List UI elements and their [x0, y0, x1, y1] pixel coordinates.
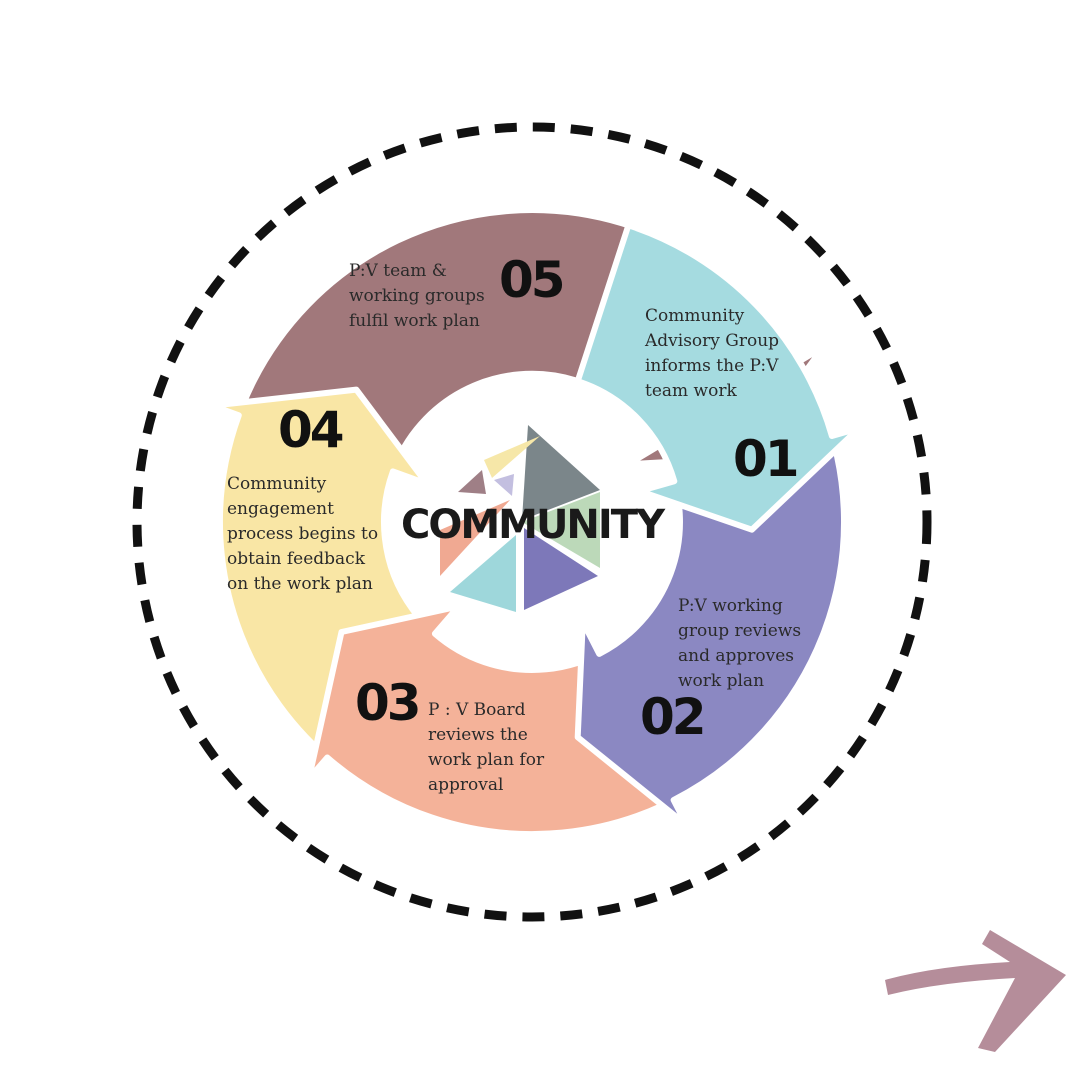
- step-number-03: 03: [355, 674, 419, 732]
- step-number-04: 04: [278, 401, 343, 459]
- step-number-05: 05: [499, 251, 563, 309]
- cycle-arrow-02: [574, 402, 847, 828]
- step-description-line: informs the P:V: [645, 356, 779, 376]
- step-description-line: and approves: [678, 646, 794, 666]
- step-description-line: Community: [227, 474, 327, 494]
- step-description-line: team work: [645, 381, 737, 401]
- step-number-01: 01: [733, 430, 797, 488]
- step-description-line: group reviews: [678, 621, 801, 641]
- step-description-line: Advisory Group: [644, 331, 779, 351]
- community-logo-icon: [440, 425, 600, 612]
- dashed-ring: [132, 122, 932, 922]
- step-number-02: 02: [640, 688, 704, 746]
- next-arrow-icon[interactable]: [885, 930, 1066, 1052]
- step-description-03: P : V Board reviews the work plan for appro…: [428, 700, 545, 795]
- step-description-line: work plan for: [428, 750, 545, 770]
- step-description-line: process begins to: [227, 524, 378, 544]
- step-description-line: work plan: [678, 671, 764, 691]
- cycle-arrows: [209, 207, 862, 837]
- step-description-05: P:V team & working groups fulfil work plan: [349, 261, 485, 331]
- step-description-04: Community engagement process begins to obta…: [227, 474, 378, 594]
- cycle-arrow-01: [574, 222, 862, 533]
- center-label: COMMUNITY: [401, 502, 666, 548]
- step-description-line: fulfil work plan: [349, 311, 480, 331]
- step-description-line: engagement: [227, 499, 334, 519]
- step-description-02: P:V working group reviews and approves work…: [678, 596, 801, 691]
- step-description-line: P : V Board: [428, 700, 526, 720]
- step-description-line: Community: [645, 306, 745, 326]
- step-description-line: on the work plan: [227, 574, 373, 594]
- step-description-line: P:V working: [678, 596, 783, 616]
- step-description-line: reviews the: [428, 725, 528, 745]
- step-description-line: approval: [428, 775, 503, 795]
- step-description-line: obtain feedback: [227, 549, 366, 569]
- step-description-line: P:V team &: [349, 261, 447, 281]
- step-description-line: working groups: [349, 286, 485, 306]
